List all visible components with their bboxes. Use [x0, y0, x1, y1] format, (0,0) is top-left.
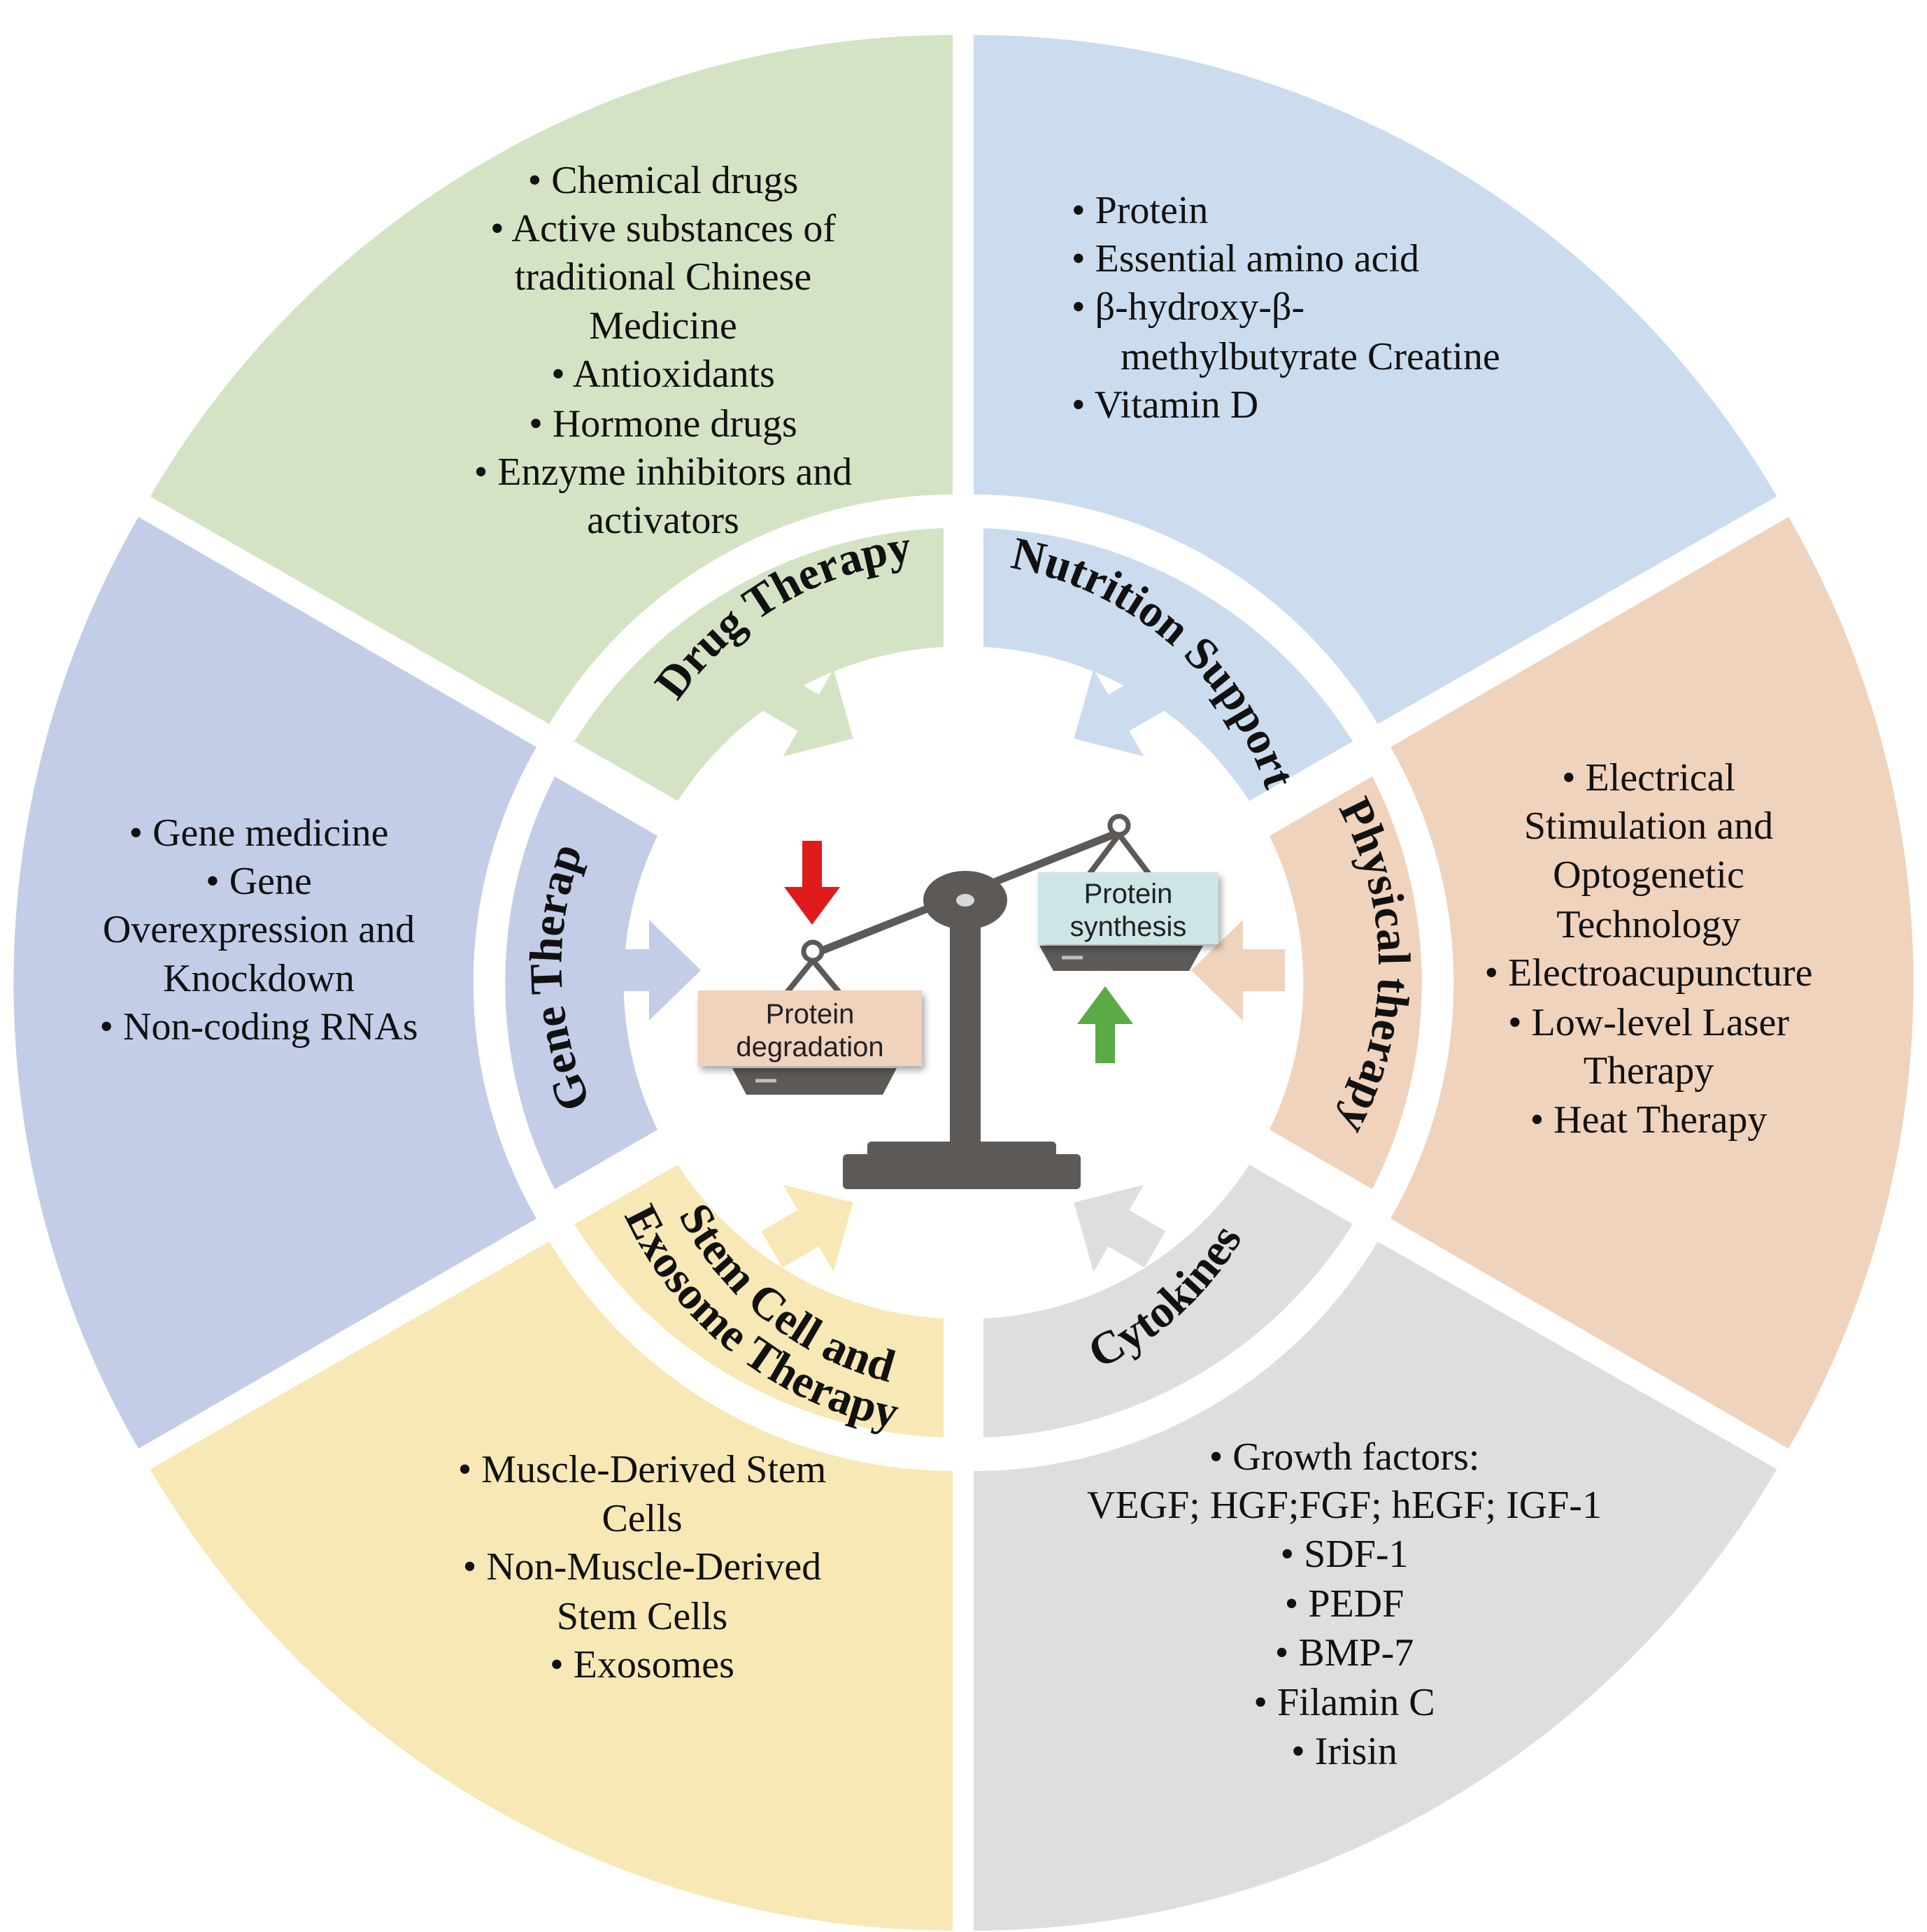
synthesis-box-bg [1038, 872, 1218, 944]
list-item: • Enzyme inhibitors and [474, 450, 853, 494]
gene-sector [13, 517, 536, 1449]
list-item: VEGF; HGF;FGF; hEGF; IGF-1 [1087, 1484, 1602, 1527]
list-item: • Active substances of [490, 207, 836, 250]
list-item: Overexpression and [103, 908, 415, 951]
nutrition-items: • Protein • Essential amino acid • β-hyd… [1072, 189, 1500, 427]
left-hanger-ring [801, 939, 825, 963]
nutrition-ring-segment [983, 528, 1353, 801]
list-item: Knockdown [163, 957, 355, 1000]
sector-wedges [13, 35, 1914, 1931]
degradation-label-line1: Protein [766, 999, 855, 1030]
divider [124, 487, 558, 748]
scale-post [950, 922, 981, 1147]
list-item: • Hormone drugs [529, 402, 797, 446]
nutrition-sector [973, 35, 1779, 730]
list-item: • Irisin [1291, 1730, 1398, 1773]
cytokines-sector [973, 1235, 1779, 1931]
list-item: • Electrical [1562, 756, 1735, 800]
synthesis-label-line2: synthesis [1070, 911, 1187, 942]
cytokines-items: • Growth factors: VEGF; HGF;FGF; hEGF; I… [1087, 1435, 1602, 1773]
cytokines-ring-segment [983, 1165, 1353, 1437]
list-item: traditional Chinese [515, 255, 812, 299]
list-item: • Heat Therapy [1530, 1098, 1768, 1142]
list-item: • Low-level Laser [1508, 1001, 1789, 1044]
cytokines-arrow-icon [1074, 1184, 1166, 1272]
degradation-box-bg [698, 990, 922, 1066]
nutrition-arrow-icon [1074, 669, 1166, 757]
gene-items: • Gene medicine • Gene Overexpression an… [99, 811, 418, 1049]
list-item: Stimulation and [1524, 804, 1773, 848]
list-item: • Protein [1072, 189, 1208, 232]
physical-ring-segment [1270, 776, 1422, 1189]
right-hanger-line [1116, 832, 1152, 876]
list-item: Therapy [1584, 1049, 1714, 1093]
list-item: • Filamin C [1253, 1681, 1435, 1724]
protein-synthesis-box: Protein synthesis [1038, 872, 1218, 944]
physical-items: • Electrical Stimulation and Optogenetic… [1485, 756, 1813, 1142]
inner-ring [505, 528, 1422, 1437]
list-item: • BMP-7 [1275, 1631, 1414, 1675]
list-item: methylbutyrate Creatine [1121, 335, 1500, 378]
list-item: Technology [1556, 903, 1741, 946]
list-item: • Gene medicine [129, 811, 389, 855]
list-item: Cells [602, 1497, 682, 1540]
left-pan [732, 1068, 897, 1095]
stem-items: • Muscle-Derived Stem Cells • Non-Muscle… [458, 1448, 827, 1686]
inward-arrows [607, 669, 1285, 1272]
up-arrow-icon [1077, 986, 1133, 1063]
drug-items: • Chemical drugs • Active substances of … [474, 159, 853, 542]
stem-sector [148, 1235, 954, 1931]
list-item: • Essential amino acid [1072, 237, 1419, 280]
right-hanger-line [1086, 832, 1122, 876]
drug-sector [148, 35, 954, 730]
list-item: • Vitamin D [1072, 383, 1258, 427]
divider [1369, 487, 1803, 748]
gene-arrow-icon [607, 920, 701, 1021]
list-item: • Electroacupuncture [1485, 951, 1813, 995]
drug-ring-segment [574, 528, 944, 801]
stem-ring-segment [574, 1165, 944, 1437]
right-pan [1039, 946, 1203, 971]
physical-arrow-icon [1191, 920, 1285, 1021]
balance-scale-icon [732, 814, 1203, 1189]
down-arrow-icon [784, 841, 840, 925]
protein-degradation-box: Protein degradation [698, 990, 922, 1066]
list-item: • SDF-1 [1281, 1533, 1409, 1576]
degradation-label-line2: degradation [736, 1032, 883, 1063]
right-hanger-ring [1107, 814, 1131, 837]
scale-pivot-center [956, 894, 974, 907]
sector-dividers [124, 0, 1803, 1932]
stem-arrow-icon [761, 1184, 853, 1272]
list-item: Medicine [589, 304, 737, 348]
drug-arrow-icon [761, 669, 853, 757]
list-item: Stem Cells [557, 1595, 727, 1638]
list-item: • Gene [206, 860, 312, 903]
gene-ring-segment [505, 776, 657, 1189]
list-item: • Growth factors: [1209, 1435, 1480, 1479]
divider [1369, 1218, 1803, 1479]
list-item: • Non-Muscle-Derived [463, 1545, 822, 1589]
physical-sector [1391, 517, 1914, 1449]
scale-base-top [867, 1142, 1056, 1158]
divider [124, 1218, 558, 1479]
list-item: • Chemical drugs [528, 159, 799, 202]
list-item: activators [587, 499, 739, 542]
list-item: • Exosomes [550, 1643, 734, 1686]
list-item: • Non-coding RNAs [99, 1005, 418, 1049]
synthesis-label-line1: Protein [1084, 879, 1173, 909]
list-item: • Antioxidants [551, 353, 775, 396]
list-item: • PEDF [1285, 1582, 1405, 1626]
list-item: Optogenetic [1553, 853, 1744, 897]
list-item: • β-hydroxy-β- [1072, 285, 1304, 329]
list-item: • Muscle-Derived Stem [458, 1448, 827, 1491]
scale-base [843, 1154, 1081, 1189]
